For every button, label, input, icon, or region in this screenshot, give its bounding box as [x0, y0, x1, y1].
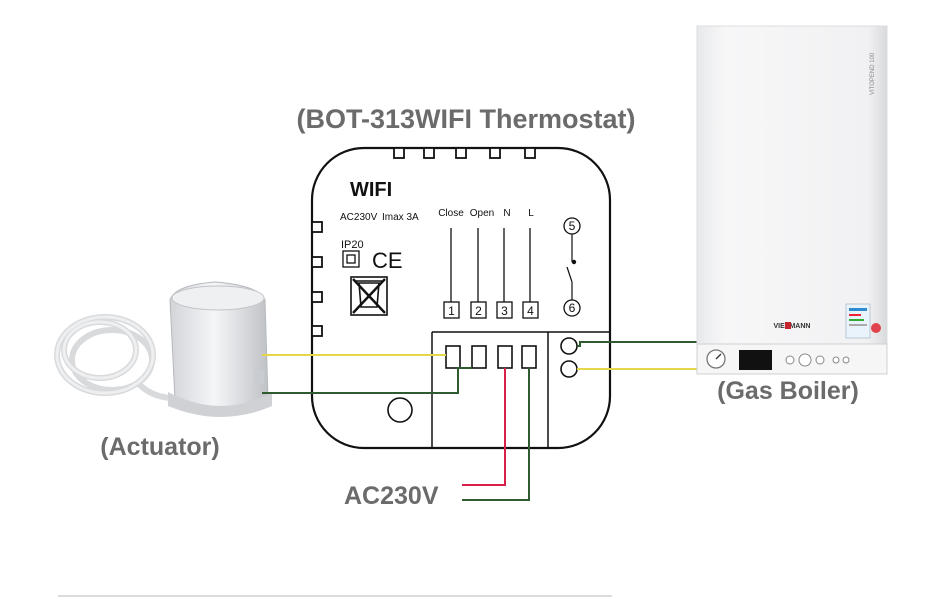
boiler-caption: (Gas Boiler)	[717, 377, 859, 405]
terminal-name-n: N	[503, 208, 510, 219]
ip-rating: IP20	[341, 239, 364, 251]
weee-bin-icon	[350, 276, 388, 316]
power-caption: AC230V	[344, 482, 439, 510]
mounting-hole	[387, 397, 413, 423]
pressure-gauge-icon	[706, 349, 726, 369]
terminal-name-close: Close	[438, 208, 464, 219]
ce-mark-icon: CE	[372, 248, 403, 273]
terminal-number-1: 1	[448, 304, 455, 318]
rating-current: Imax 3A	[382, 212, 419, 223]
terminal-number-3: 3	[501, 304, 508, 318]
thermostat-caption: (BOT-313WIFI Thermostat)	[296, 104, 635, 134]
relay-switch	[566, 234, 577, 300]
boiler-brand: VIESMANN	[774, 323, 811, 330]
actuator	[54, 281, 272, 417]
boiler-display	[739, 350, 772, 370]
energy-label	[845, 303, 881, 339]
terminal-name-open: Open	[470, 208, 494, 219]
gas-boiler: VIESMANN VITOPEND 100	[696, 25, 888, 375]
relay-terminal-6: 6	[569, 301, 576, 315]
terminal-number-2: 2	[475, 304, 482, 318]
wires	[262, 341, 708, 501]
boiler-model: VITOPEND 100	[870, 52, 876, 95]
terminal-block	[445, 337, 578, 378]
rating-voltage: AC230V	[340, 212, 378, 223]
ip20-square-icon	[342, 250, 360, 268]
terminal-name-l: L	[528, 208, 534, 219]
relay-terminal-5: 5	[569, 219, 576, 233]
wifi-label: WIFI	[350, 179, 392, 201]
terminal-number-4: 4	[527, 304, 534, 318]
actuator-caption: (Actuator)	[100, 433, 219, 461]
thermostat-back-plate: WIFI AC230V Imax 3A IP20 CE Close Open N…	[310, 146, 612, 450]
